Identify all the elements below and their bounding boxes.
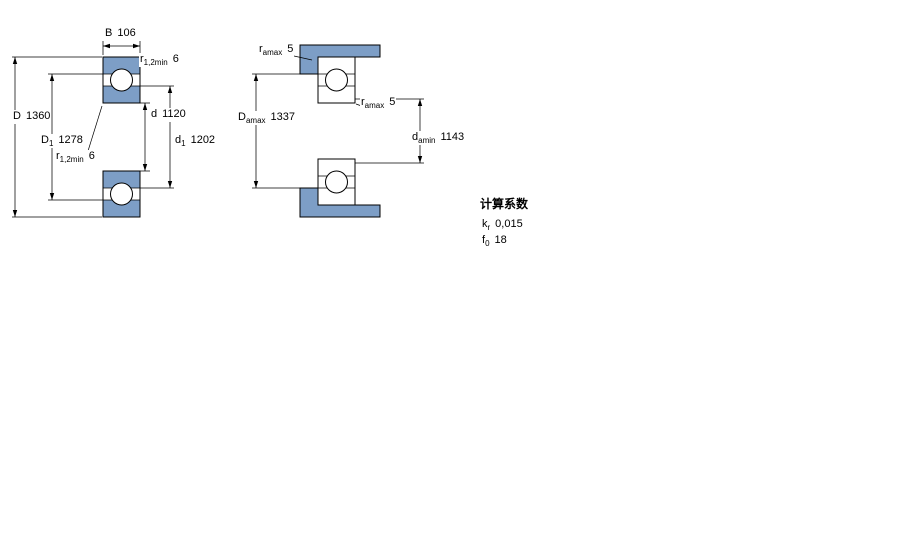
left-figure-dimension-lines <box>12 41 174 218</box>
left-figure-bearing-section <box>102 56 141 218</box>
bearing-ball-top <box>110 68 133 92</box>
bearing-ball-bottom <box>110 182 133 206</box>
bearing-ball-top-right <box>325 68 348 92</box>
calculation-factors-title: 计算系数 <box>480 197 529 211</box>
right-figure-abutments <box>299 44 381 218</box>
bearing-ball-bottom-right <box>325 170 348 194</box>
